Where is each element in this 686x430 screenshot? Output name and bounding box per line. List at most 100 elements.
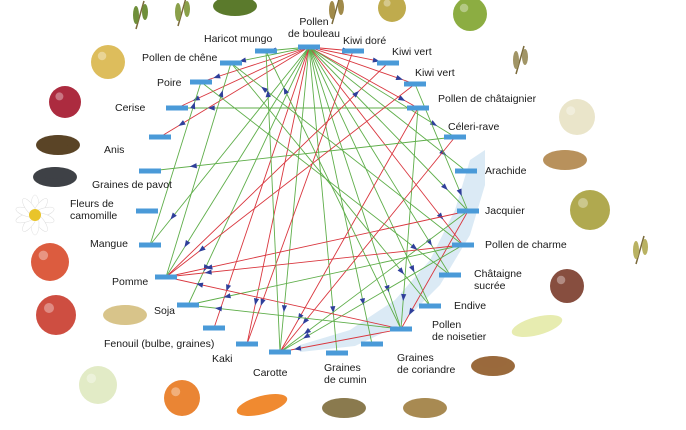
link-bouleau-charme	[308, 46, 464, 246]
arrowhead	[436, 212, 444, 220]
node-bar-kiwivert2	[404, 81, 426, 87]
apple-icon	[36, 295, 76, 335]
node-bar-carotte	[269, 349, 291, 355]
arrowhead	[410, 243, 418, 250]
arrowhead	[297, 313, 304, 321]
birch-catkin-icon	[513, 45, 528, 75]
node-bar-mungo	[255, 48, 277, 54]
chamomile-icon	[15, 194, 55, 236]
arrowhead	[198, 245, 206, 252]
link-bouleau-mangue	[149, 46, 310, 246]
node-label-cerise: Cerise	[115, 102, 146, 114]
node-bar-fenouil	[203, 325, 225, 331]
link-bouleau-jacquier	[308, 46, 469, 212]
arrowhead	[190, 101, 196, 110]
node-label-anis: Anis	[104, 144, 125, 156]
node-bar-bouleau	[298, 44, 320, 50]
node-bar-mangue	[139, 242, 161, 248]
link-bouleau-pomme	[165, 46, 310, 278]
arrowhead	[429, 120, 438, 126]
node-label-jacquier: Jacquier	[485, 205, 525, 217]
node-bar-chene	[220, 60, 242, 66]
node-label-kiwidore: Kiwi doré	[343, 35, 387, 47]
fennel-icon	[79, 366, 117, 404]
node-bar-pavot	[139, 168, 161, 174]
link-bouleau-carotte	[279, 46, 310, 353]
node-label-endive: Endive	[454, 300, 487, 312]
node-bar-noisetier	[390, 326, 412, 332]
soybean-icon	[103, 305, 147, 325]
node-bar-coriandre	[361, 341, 383, 347]
cumin-seeds-icon	[322, 398, 366, 418]
arrowhead	[302, 317, 310, 325]
arrowhead	[214, 306, 223, 312]
link-celeri-pavot	[149, 136, 456, 172]
node-label-pomme: Pomme	[112, 276, 149, 288]
poppy-seeds-icon	[33, 167, 77, 187]
link-charme-pomme	[165, 244, 464, 278]
node-bar-anis	[149, 134, 171, 140]
link-charme-chene	[230, 62, 464, 246]
link-jacquier-carotte	[279, 210, 469, 353]
arrowhead	[395, 75, 404, 80]
persimmon-icon	[164, 380, 200, 416]
node-bar-chataigne	[439, 272, 461, 278]
node-bar-poire	[190, 79, 212, 85]
pear-icon	[91, 45, 125, 79]
hazelnut-icon	[471, 356, 515, 376]
link-bouleau-arachide	[308, 46, 467, 172]
link-bouleau-coriandre	[308, 46, 373, 345]
arrowhead	[253, 297, 260, 306]
node-bar-soja	[177, 302, 199, 308]
peanut-icon	[543, 150, 587, 170]
arrowhead	[213, 73, 221, 79]
arrowhead	[283, 87, 289, 95]
link-bouleau-kaki	[246, 46, 310, 345]
node-label-chataignier: Pollen de châtaignier	[438, 93, 537, 105]
arrowhead	[401, 293, 407, 302]
link-charme-carotte	[279, 244, 464, 353]
hornbeam-catkin-icon	[633, 235, 648, 265]
arrowhead	[397, 267, 405, 275]
arrowhead	[184, 240, 191, 248]
link-noisetier-soja	[187, 304, 402, 330]
node-label-kiwivert1: Kiwi vert	[392, 46, 432, 58]
node-label-charme: Pollen de charme	[485, 239, 567, 251]
arrowhead	[265, 90, 271, 98]
arrowhead	[330, 305, 336, 314]
arrowhead	[204, 269, 212, 275]
anise-icon	[36, 135, 80, 155]
arrowhead	[195, 282, 204, 288]
link-charme-soja	[187, 244, 464, 306]
jackfruit-icon	[570, 190, 610, 230]
link-carotte-mungo	[265, 50, 281, 353]
arrowhead	[170, 212, 177, 220]
arrowhead	[409, 264, 415, 273]
node-bar-arachide	[455, 168, 477, 174]
arrowhead	[205, 264, 213, 270]
mango-icon	[31, 243, 69, 281]
arrowhead	[397, 95, 406, 101]
link-bouleau-noisetier	[308, 46, 402, 330]
link-pomme-chene	[165, 62, 232, 278]
endive-icon	[511, 315, 563, 337]
node-label-kiwivert2: Kiwi vert	[415, 67, 455, 79]
image-group	[15, 0, 648, 418]
node-label-soja: Soja	[154, 305, 176, 317]
seeds-icon	[329, 0, 344, 25]
arrowhead	[293, 345, 302, 351]
node-label-kaki: Kaki	[212, 353, 233, 365]
branch-icon	[133, 0, 148, 30]
carrot-icon	[236, 394, 288, 416]
link-bouleau-chataigne	[308, 46, 451, 276]
node-label-carotte: Carotte	[253, 367, 288, 379]
arrowhead	[352, 90, 360, 98]
link-bouleau-cumin	[308, 46, 338, 354]
